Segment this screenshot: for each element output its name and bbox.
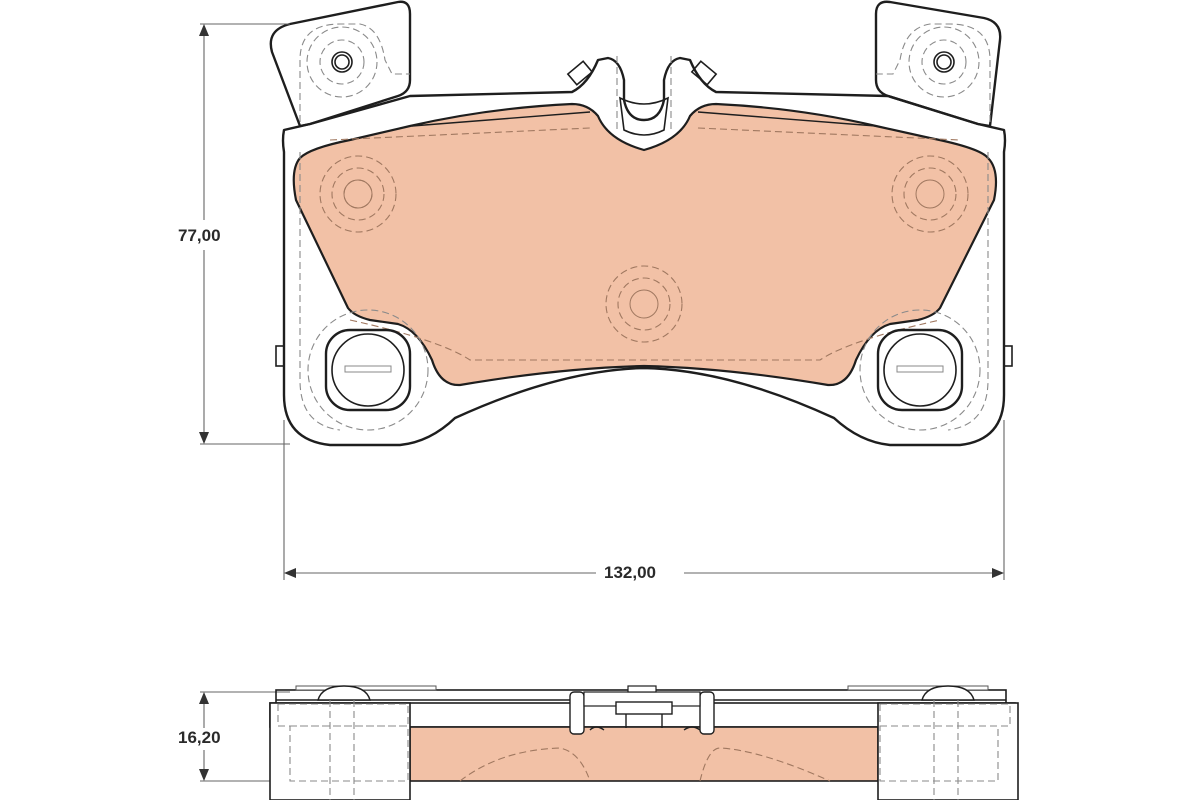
left-mounting-ear [269, 0, 412, 128]
left-ear-hole-icon [331, 51, 353, 73]
front-view [269, 0, 1013, 447]
friction-material [292, 102, 998, 387]
side-friction-material [409, 726, 879, 782]
width-dimension-label: 132,00 [600, 563, 660, 583]
dimension-lines [199, 23, 1005, 782]
left-pin [307, 309, 429, 431]
left-lug [275, 345, 285, 367]
right-mounting-ear [874, 0, 1002, 128]
side-spring-clip [569, 685, 715, 735]
side-view [269, 685, 1019, 800]
right-lug [1003, 345, 1013, 367]
right-ear-hole-icon [933, 51, 955, 73]
backing-plate [281, 56, 1007, 447]
spring-clip [566, 56, 718, 136]
thickness-dimension-label: 16,20 [174, 728, 225, 748]
height-dimension-label: 77,00 [174, 226, 225, 246]
right-pin [859, 309, 981, 431]
piston-markers [319, 155, 969, 343]
